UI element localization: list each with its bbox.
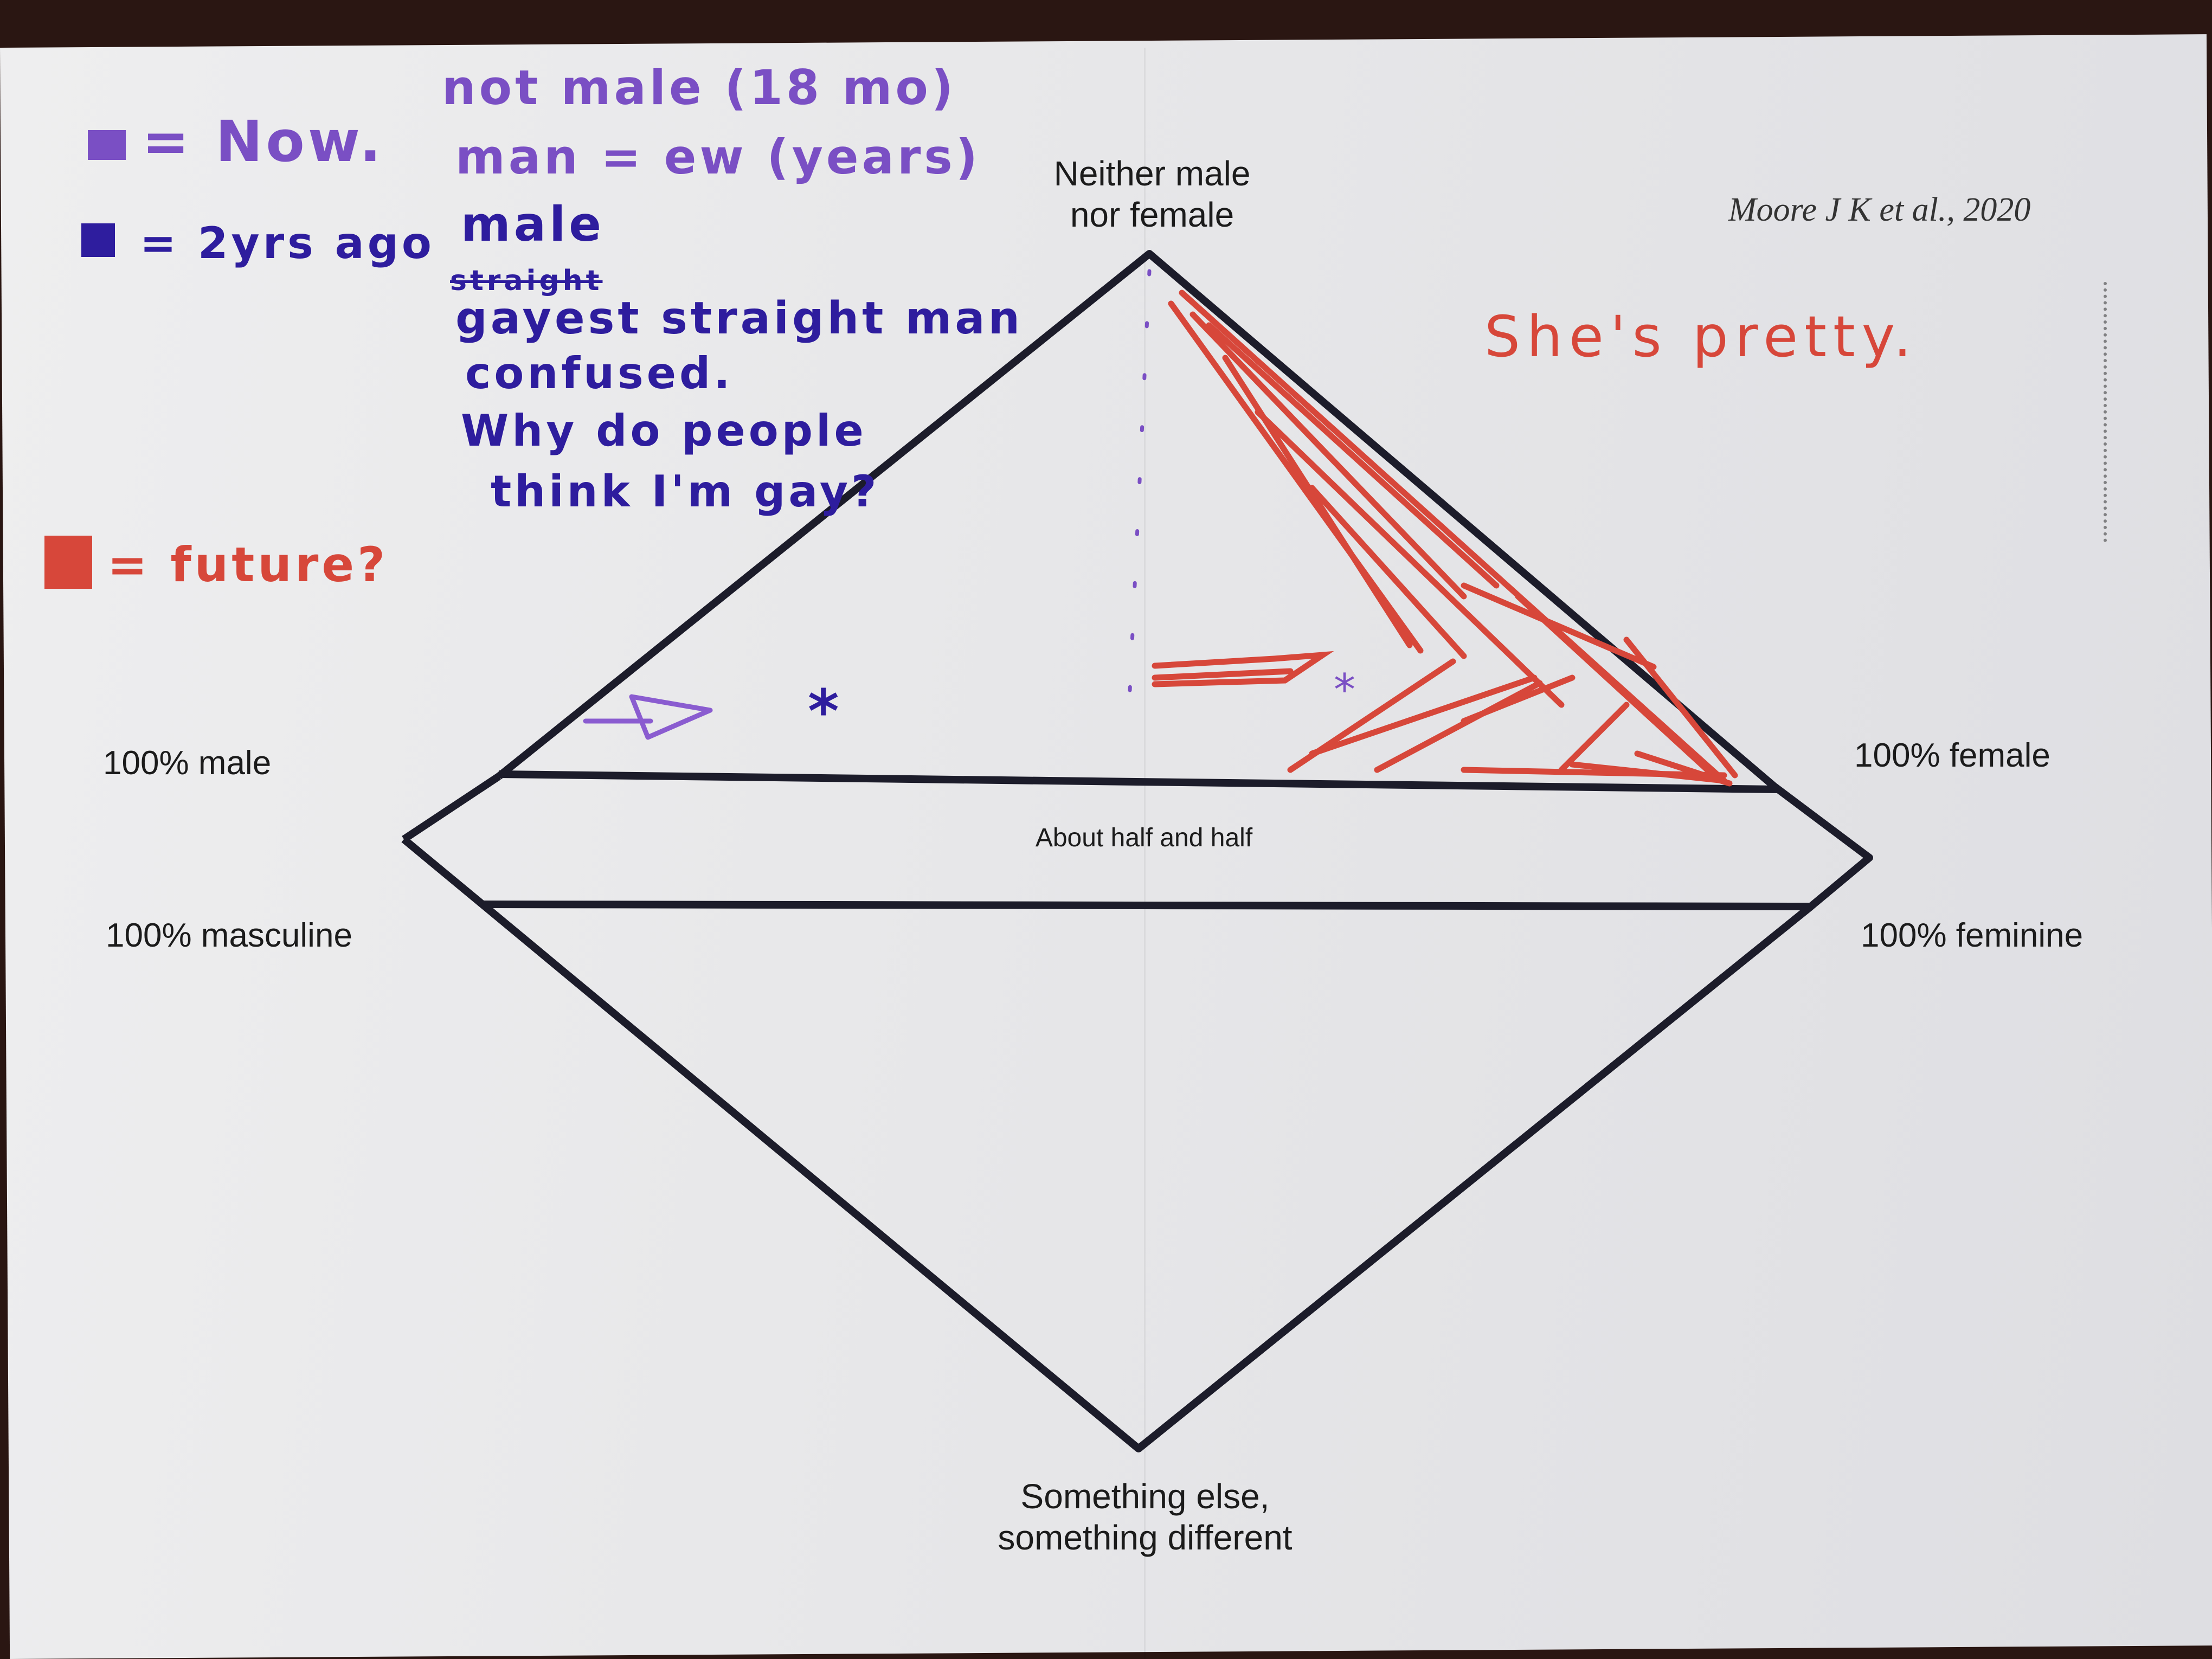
label-100-feminine: 100% feminine: [1861, 917, 2084, 954]
band-top-line: [402, 773, 501, 843]
label-100-male: 100% male: [103, 744, 272, 782]
future-scribbles: [1152, 290, 1738, 787]
note-man-ew: man = ew (years): [455, 129, 981, 185]
now-marker: *: [1334, 665, 1355, 715]
note-not-male: not male (18 mo): [442, 60, 957, 115]
margin-text-mark: [2104, 282, 2118, 542]
two-years-ago-color-swatch: [81, 223, 115, 257]
paper-fold: [1144, 48, 1146, 1659]
legend-now: = Now.: [142, 108, 384, 175]
band-left-lower: [401, 836, 485, 908]
legend-future: = future?: [107, 537, 389, 593]
now-arrow: [583, 694, 713, 740]
note-gayest: gayest straight man: [455, 293, 1023, 344]
lower-left-side: [480, 901, 1141, 1452]
masculine-feminine-line: [482, 901, 1811, 910]
now-color-swatch: [88, 130, 126, 160]
label-100-masculine: 100% masculine: [106, 917, 352, 954]
label-half-and-half: About half and half: [1035, 824, 1253, 852]
note-confused: confused.: [465, 348, 734, 398]
bottom-label: Something else, something different: [998, 1477, 1293, 1557]
dotted-center-line: [1126, 269, 1152, 740]
note-male: male: [461, 196, 605, 252]
citation: Moore J K et al., 2020: [1728, 191, 2031, 228]
future-color-swatch: [44, 536, 92, 589]
legend-two-years-ago: = 2yrs ago: [140, 218, 435, 268]
two-years-ago-marker: *: [808, 677, 839, 746]
annotation-shes-pretty: She's pretty.: [1484, 304, 1918, 370]
lower-right-side: [1136, 903, 1814, 1452]
note-think-gay: think I'm gay?: [491, 466, 880, 517]
label-100-female: 100% female: [1854, 737, 2050, 774]
note-why-people: Why do people: [461, 406, 867, 456]
male-female-line: [498, 770, 1779, 793]
top-label: Neither male nor female: [1053, 154, 1251, 234]
note-struck-word: straight: [450, 265, 603, 297]
